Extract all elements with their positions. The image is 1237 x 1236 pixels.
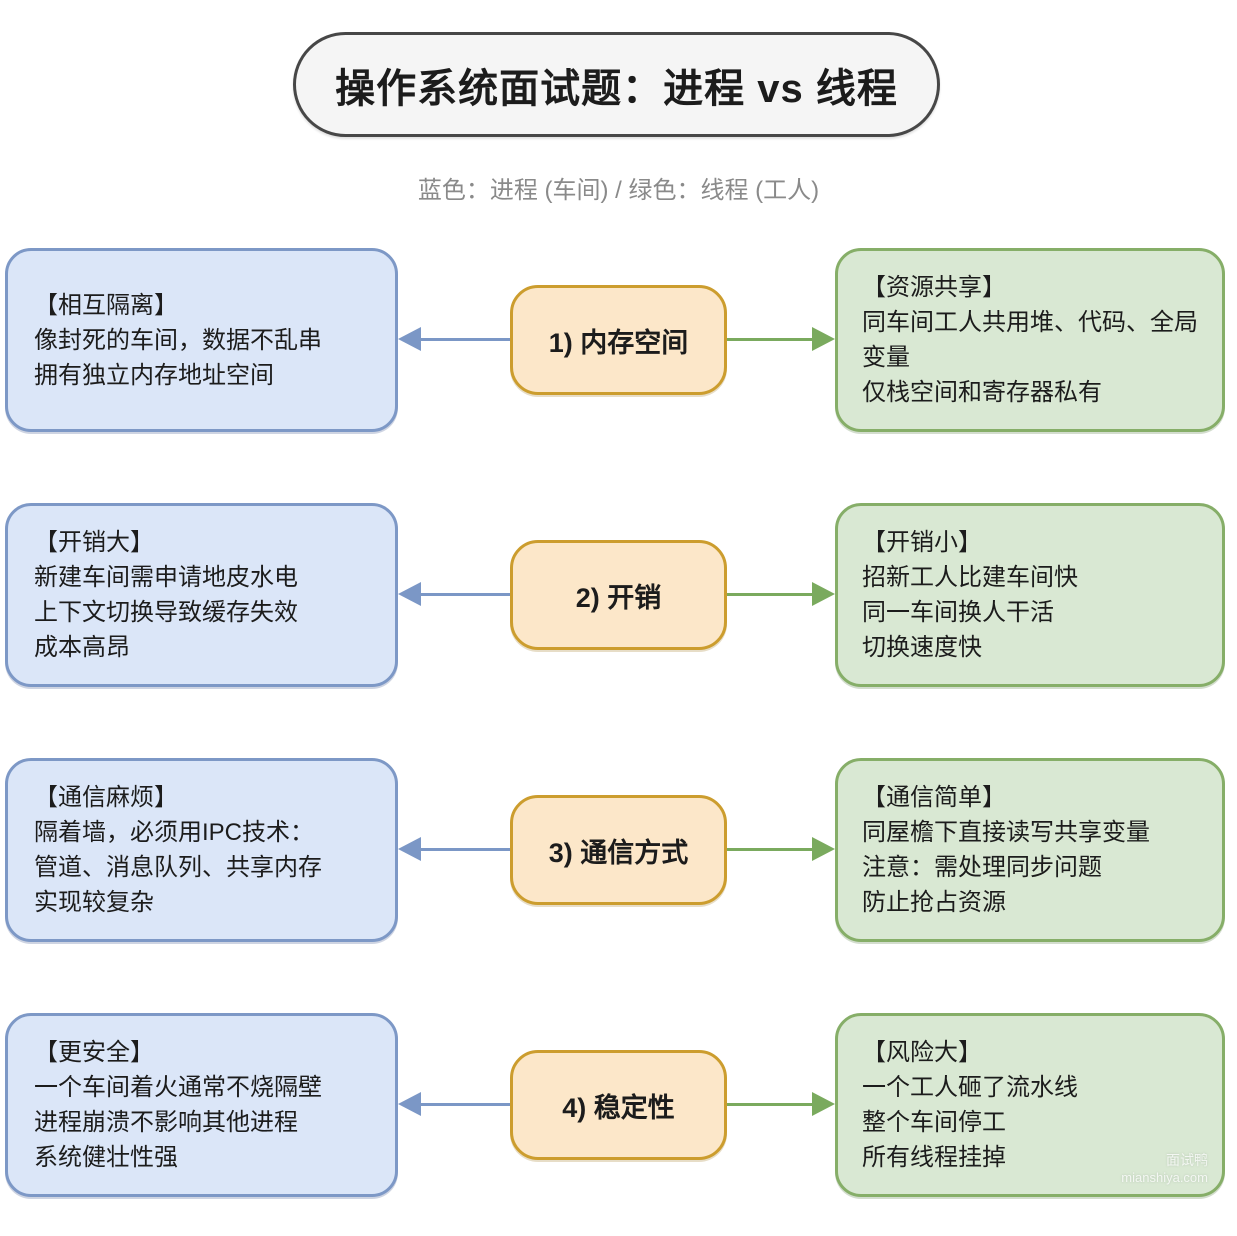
arrow-to-process-head-icon [398,582,421,606]
process-box-stability: 【更安全】 一个车间着火通常不烧隔壁 进程崩溃不影响其他进程 系统健壮性强 [5,1013,398,1197]
comparison-row-memory: 【相互隔离】 像封死的车间，数据不乱串 拥有独立内存地址空间 1) 内存空间 【… [0,248,1237,432]
arrow-to-thread-line [727,1103,814,1106]
thread-box-heading: 【开销小】 [862,529,982,556]
dimension-box-communication: 3) 通信方式 [510,795,727,905]
color-legend: 蓝色：进程 (车间) / 绿色：线程 (工人) [417,177,820,204]
thread-box-overhead: 【开销小】 招新工人比建车间快 同一车间换人干活 切换速度快 [835,503,1225,687]
arrow-to-thread-head-icon [812,582,835,606]
comparison-row-communication: 【通信麻烦】 隔着墙，必须用IPC技术： 管道、消息队列、共享内存 实现较复杂 … [0,758,1237,942]
arrow-to-thread-line [727,848,814,851]
arrow-to-thread-head-icon [812,837,835,861]
process-box-body: 像封死的车间，数据不乱串 拥有独立内存地址空间 [34,326,322,389]
process-box-body: 一个车间着火通常不烧隔壁 进程崩溃不影响其他进程 系统健壮性强 [34,1074,322,1171]
dimension-label: 2) 开销 [575,582,662,613]
process-box-heading: 【通信麻烦】 [34,784,178,811]
thread-box-sharing: 【资源共享】 同车间工人共用堆、代码、全局变量 仅栈空间和寄存器私有 [835,248,1225,432]
thread-box-body: 同屋檐下直接读写共享变量 注意：需处理同步问题 防止抢占资源 [862,819,1150,916]
page-title: 操作系统面试题：进程 vs 线程 [293,32,940,137]
process-box-body: 新建车间需申请地皮水电 上下文切换导致缓存失效 成本高昂 [34,564,298,661]
arrow-to-process-line [420,338,510,341]
dimension-label: 1) 内存空间 [548,327,689,358]
thread-box-risk: 【风险大】 一个工人砸了流水线 整个车间停工 所有线程挂掉 面试鸭 miansh… [835,1013,1225,1197]
arrow-to-thread-line [727,338,814,341]
arrow-to-process-line [420,1103,510,1106]
arrow-to-process-head-icon [398,1092,421,1116]
comparison-row-stability: 【更安全】 一个车间着火通常不烧隔壁 进程崩溃不影响其他进程 系统健壮性强 4)… [0,1013,1237,1197]
process-box-heading: 【更安全】 [34,1039,154,1066]
watermark-name: 面试鸭 [1166,1152,1208,1168]
thread-box-body: 招新工人比建车间快 同一车间换人干活 切换速度快 [862,564,1078,661]
arrow-to-process-line [420,848,510,851]
thread-box-heading: 【风险大】 [862,1039,982,1066]
dimension-label: 4) 稳定性 [562,1092,675,1123]
comparison-row-overhead: 【开销大】 新建车间需申请地皮水电 上下文切换导致缓存失效 成本高昂 2) 开销… [0,503,1237,687]
watermark-site: mianshiya.com [1121,1170,1208,1185]
process-box-overhead: 【开销大】 新建车间需申请地皮水电 上下文切换导致缓存失效 成本高昂 [5,503,398,687]
arrow-to-thread-line [727,593,814,596]
dimension-label: 3) 通信方式 [548,837,689,868]
arrow-to-thread-head-icon [812,327,835,351]
dimension-box-stability: 4) 稳定性 [510,1050,727,1160]
arrow-to-thread-head-icon [812,1092,835,1116]
process-box-heading: 【开销大】 [34,529,154,556]
thread-box-body: 同车间工人共用堆、代码、全局变量 仅栈空间和寄存器私有 [862,309,1198,406]
process-box-body: 隔着墙，必须用IPC技术： 管道、消息队列、共享内存 实现较复杂 [34,819,322,916]
dimension-box-memory: 1) 内存空间 [510,285,727,395]
watermark: 面试鸭 mianshiya.com [1121,1152,1208,1186]
process-box-isolation: 【相互隔离】 像封死的车间，数据不乱串 拥有独立内存地址空间 [5,248,398,432]
thread-box-heading: 【资源共享】 [862,274,1006,301]
thread-box-heading: 【通信简单】 [862,784,1006,811]
thread-box-communication: 【通信简单】 同屋檐下直接读写共享变量 注意：需处理同步问题 防止抢占资源 [835,758,1225,942]
arrow-to-process-head-icon [398,327,421,351]
dimension-box-overhead: 2) 开销 [510,540,727,650]
arrow-to-process-head-icon [398,837,421,861]
thread-box-body: 一个工人砸了流水线 整个车间停工 所有线程挂掉 [862,1074,1078,1171]
process-box-heading: 【相互隔离】 [34,291,178,319]
arrow-to-process-line [420,593,510,596]
page-title-text: 操作系统面试题：进程 vs 线程 [335,66,898,111]
process-box-communication: 【通信麻烦】 隔着墙，必须用IPC技术： 管道、消息队列、共享内存 实现较复杂 [5,758,398,942]
